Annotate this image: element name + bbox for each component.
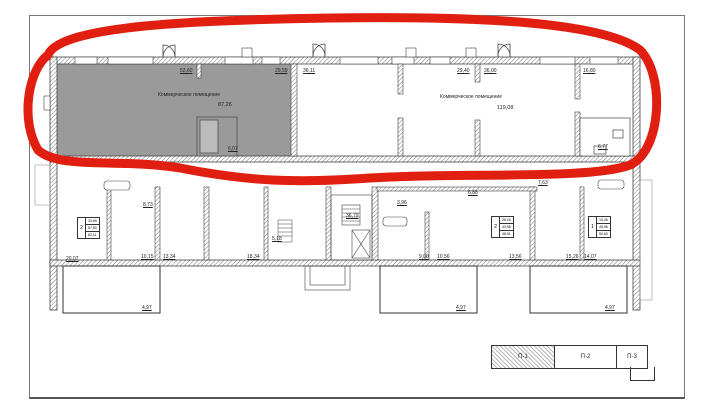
commercial-1-fill xyxy=(57,64,291,156)
key-section-p3: П-3 xyxy=(617,346,647,368)
apartment-left-infobox: 2 33,69 57,60 62,11 xyxy=(77,217,100,239)
room-area: 14,07 xyxy=(584,254,597,260)
commercial-2-dim: 6,77 xyxy=(598,144,608,150)
living-area: 15,26 xyxy=(597,218,610,224)
room-area: 20,07 xyxy=(66,256,79,262)
room-area: 18,34 xyxy=(247,254,260,260)
balcony-area: 4,97 xyxy=(456,305,466,311)
balconies xyxy=(62,265,628,314)
room-area: 8,73 xyxy=(143,202,153,208)
ac-units xyxy=(43,47,477,111)
key-section-p2: П-2 xyxy=(555,346,617,368)
total-area-with-balcony: 48,91 xyxy=(502,232,511,236)
red-highlight-loop xyxy=(23,13,662,186)
entrance-doors xyxy=(162,43,511,58)
room-area: 10,15 xyxy=(141,254,154,260)
bathtubs xyxy=(103,179,625,227)
room-area: 7,63 xyxy=(538,180,548,186)
key-section-p1: П-1 xyxy=(492,346,555,368)
balcony-area: 4,97 xyxy=(142,305,152,311)
commercial-partitions xyxy=(196,63,581,157)
total-area: 45,96 xyxy=(597,225,610,231)
rooms-count: 2 xyxy=(492,217,500,237)
commercial-2-dim: 36,00 xyxy=(484,68,497,74)
total-area: 43,96 xyxy=(500,225,513,231)
total-area-with-balcony: 62,11 xyxy=(88,233,97,237)
balcony-area: 4,97 xyxy=(605,305,615,311)
commercial-2-dim: 36,11 xyxy=(303,68,316,74)
stair-area: 36,79 xyxy=(346,213,359,219)
commercial-1-area: 87,26 xyxy=(218,102,232,108)
commercial-2-dim: 16,80 xyxy=(583,68,596,74)
room-area: 10,56 xyxy=(437,254,450,260)
section-key-legend: П-1 П-2 П-3 xyxy=(491,345,648,369)
key-p3-extension xyxy=(630,367,655,381)
room-area: 13,56 xyxy=(509,254,522,260)
wc-blocks xyxy=(196,116,631,157)
room-area: 3,96 xyxy=(397,200,407,206)
living-area: 33,69 xyxy=(86,219,99,225)
total-area-with-balcony: 50,63 xyxy=(599,232,608,236)
room-area: 6,88 xyxy=(468,190,478,196)
living-area: 25,16 xyxy=(500,218,513,224)
commercial-2-title: Коммерческое помещение xyxy=(440,94,502,100)
key-label-p3: П-3 xyxy=(627,354,637,360)
stairs-left xyxy=(277,219,293,243)
commercial-1-title: Коммерческое помещение xyxy=(158,92,220,98)
apartment-walls xyxy=(106,186,585,261)
room-area: 5,18 xyxy=(272,236,282,242)
commercial-2-dim: 29,40 xyxy=(457,68,470,74)
apartment-middle-infobox: 2 25,16 43,96 48,91 xyxy=(491,216,514,238)
commercial-1-dim: 6,07 xyxy=(228,146,238,152)
side-annexes xyxy=(34,164,653,301)
total-area: 57,60 xyxy=(86,226,99,232)
apartment-right-infobox: 1 15,26 45,96 50,63 xyxy=(588,216,611,238)
stair-core xyxy=(304,194,373,291)
commercial-1-dim: 29,59 xyxy=(275,68,288,74)
rooms-count: 2 xyxy=(78,218,86,238)
rooms-count: 1 xyxy=(589,217,597,237)
room-area: 15,26 xyxy=(566,254,579,260)
key-label-p2: П-2 xyxy=(580,354,591,360)
windows-top xyxy=(74,56,619,65)
commercial-1-dim: 52,60 xyxy=(180,68,193,74)
room-area: 13,34 xyxy=(163,254,176,260)
key-label-p1: П-1 xyxy=(518,354,528,360)
room-area: 9,00 xyxy=(419,254,429,260)
commercial-2-area: 119,08 xyxy=(497,105,514,111)
